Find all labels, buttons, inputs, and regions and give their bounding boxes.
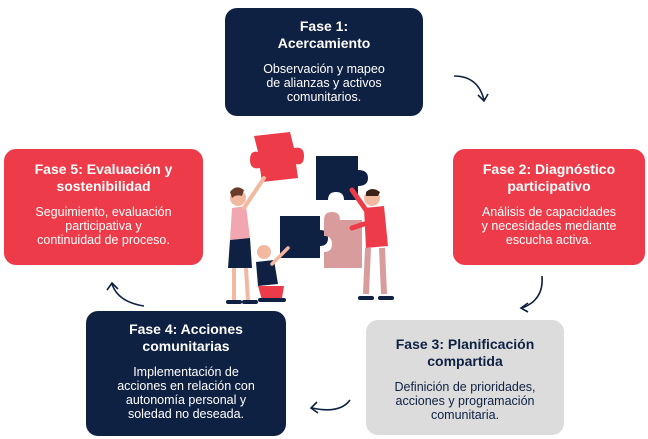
curved-arrow-icon-4-to-5 xyxy=(106,281,145,307)
phase-1-title-line-2: Acercamiento xyxy=(277,35,371,51)
phase-1-desc-line: comunitarios. xyxy=(286,90,362,104)
phase-2-description: Análisis de capacidades y necesidades me… xyxy=(465,205,633,247)
phase-2-title-line-2: participativo xyxy=(507,178,591,194)
phase-2-desc-line: y necesidades mediante xyxy=(481,219,617,233)
phase-3-box: Fase 3: Planificación compartida Definic… xyxy=(366,320,564,435)
person-man-holding-piece xyxy=(349,187,394,300)
phase-4-box: Fase 4: Acciones comunitarias Implementa… xyxy=(86,311,286,436)
curved-arrow-icon-1-to-2 xyxy=(453,75,489,103)
phase-3-description: Definición de prioridades, acciones y pr… xyxy=(378,380,552,422)
phase-1-description: Observación y mapeo de alianzas y activo… xyxy=(237,62,411,104)
phase-5-title: Fase 5: Evaluación y sostenibilidad xyxy=(16,161,191,195)
phase-2-box: Fase 2: Diagnóstico participativo Anális… xyxy=(453,149,645,265)
curved-arrow-icon-3-to-4 xyxy=(309,399,351,414)
phase-4-desc-line: Implementación de xyxy=(133,365,239,379)
navy-puzzle-piece-middle xyxy=(280,216,328,258)
phase-4-desc-line: acciones en relación con xyxy=(117,379,255,393)
person-woman-reaching xyxy=(226,176,266,304)
phase-1-desc-line: Observación y mapeo xyxy=(263,62,385,76)
phase-2-title-line-1: Fase 2: Diagnóstico xyxy=(482,161,616,177)
phase-5-desc-line: participativa y xyxy=(65,219,142,233)
phase-1-desc-line: de alianzas y activos xyxy=(266,76,382,90)
curved-arrow-icon-2-to-3 xyxy=(519,275,543,313)
phase-2-desc-line: escucha activa. xyxy=(505,233,593,247)
phase-3-desc-line: acciones y programación xyxy=(395,394,535,408)
phase-3-desc-line: Definición de prioridades, xyxy=(394,380,536,394)
red-puzzle-piece xyxy=(250,132,304,182)
pink-puzzle-piece xyxy=(324,212,362,268)
phase-4-desc-line: soledad no deseada. xyxy=(127,407,245,421)
phase-2-desc-line: Análisis de capacidades xyxy=(481,205,617,219)
phase-1-title-line-1: Fase 1: xyxy=(299,18,349,34)
phase-3-title-line-1: Fase 3: Planificación xyxy=(395,336,535,352)
phase-2-title: Fase 2: Diagnóstico participativo xyxy=(465,161,633,195)
phase-5-title-line-2: sostenibilidad xyxy=(56,178,151,194)
phase-3-desc-line: comunitaria. xyxy=(430,408,500,422)
phase-3-title: Fase 3: Planificación compartida xyxy=(378,336,552,370)
phase-4-title-line-2: comunitarias xyxy=(142,338,230,354)
phase-3-title-line-2: compartida xyxy=(427,353,503,369)
phase-1-box: Fase 1: Acercamiento Observación y mapeo… xyxy=(225,8,423,116)
person-kneeling xyxy=(256,245,290,302)
people-assembling-puzzle-illustration xyxy=(226,132,394,304)
phase-4-title-line-1: Fase 4: Acciones xyxy=(129,321,243,337)
phase-4-description: Implementación de acciones en relación c… xyxy=(98,365,274,421)
phase-5-title-line-1: Fase 5: Evaluación y xyxy=(34,161,173,177)
phase-5-box: Fase 5: Evaluación y sostenibilidad Segu… xyxy=(4,149,203,265)
phase-5-desc-line: continuidad de proceso. xyxy=(37,233,170,247)
phase-4-desc-line: autonomía personal y xyxy=(125,393,247,407)
phase-4-title: Fase 4: Acciones comunitarias xyxy=(98,321,274,355)
navy-puzzle-piece-top xyxy=(316,156,368,200)
phase-5-desc-line: Seguimiento, evaluación xyxy=(35,205,172,219)
phase-5-description: Seguimiento, evaluación participativa y … xyxy=(16,205,191,247)
phase-1-title: Fase 1: Acercamiento xyxy=(237,18,411,52)
